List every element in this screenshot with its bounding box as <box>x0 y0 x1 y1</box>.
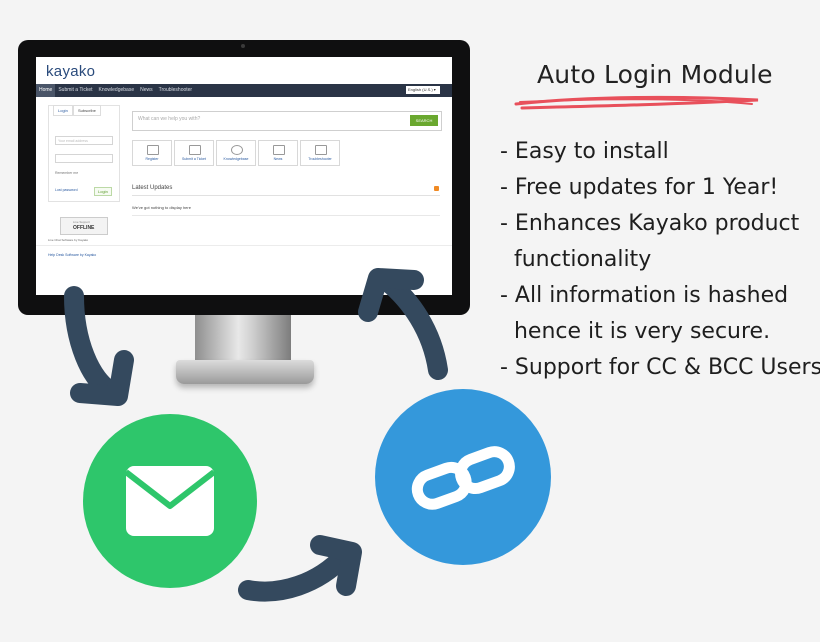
envelope-icon <box>124 466 216 536</box>
feature-item: - Enhances Kayako product <box>500 211 800 236</box>
troubleshooter-icon <box>315 145 327 155</box>
feature-item: - All information is hashed <box>500 283 789 308</box>
feature-item: functionality <box>500 247 652 272</box>
tile-label: Troubleshooter <box>308 157 332 161</box>
feature-item: - Support for CC & BCC Users <box>500 355 820 380</box>
monitor-neck <box>195 315 291 363</box>
nav-news[interactable]: News <box>140 87 153 93</box>
kayako-logo: kayako <box>46 63 96 80</box>
module-title: Auto Login Module <box>537 60 773 89</box>
login-panel: Login Subscribe Your email address Remem… <box>48 105 120 202</box>
nav-home[interactable]: Home <box>36 84 56 97</box>
tile-submit-ticket[interactable]: Submit a Ticket <box>174 140 214 166</box>
live-support-status: OFFLINE <box>73 225 95 231</box>
kayako-nav: Home Submit a Ticket Knowledgebase News … <box>36 84 452 97</box>
camera-dot <box>241 44 245 48</box>
monitor-base <box>176 360 314 384</box>
feature-list: - Easy to install - Free updates for 1 Y… <box>500 134 820 386</box>
feature-item: - Easy to install <box>500 139 669 164</box>
tile-label: News <box>273 157 283 161</box>
live-support-badge[interactable]: Live Support OFFLINE <box>60 217 108 235</box>
latest-updates-heading: Latest Updates <box>132 185 173 191</box>
search-placeholder: What can we help you with? <box>138 116 201 122</box>
tile-label: Submit a Ticket <box>182 157 206 161</box>
remember-me-label[interactable]: Remember me <box>55 171 79 175</box>
feature-item: - Free updates for 1 Year! <box>500 175 779 200</box>
divider <box>36 245 452 246</box>
ticket-icon <box>189 145 201 155</box>
monitor-screen: kayako Home Submit a Ticket Knowledgebas… <box>36 57 452 295</box>
search-box[interactable]: What can we help you with? SEARCH <box>132 111 442 131</box>
footer-link[interactable]: Help Desk Software by Kayako <box>48 253 97 257</box>
tab-subscribe[interactable]: Subscribe <box>73 105 101 116</box>
login-button[interactable]: Login <box>94 187 112 196</box>
news-icon <box>273 145 285 155</box>
search-button[interactable]: SEARCH <box>410 115 438 126</box>
live-support-label: Live Support <box>73 220 90 224</box>
language-select[interactable]: English (U.S.) ▾ <box>406 86 440 94</box>
tile-label: Knowledgebase <box>223 157 249 161</box>
nav-troubleshooter[interactable]: Troubleshooter <box>158 87 193 93</box>
tile-register[interactable]: Register <box>132 140 172 166</box>
tab-login[interactable]: Login <box>53 105 73 116</box>
live-chat-credit: Live Chat Software by Kayako <box>48 238 89 242</box>
lightbulb-icon <box>231 145 243 155</box>
mail-circle <box>83 414 257 588</box>
arrow-mail-to-link <box>238 546 354 602</box>
monitor: kayako Home Submit a Ticket Knowledgebas… <box>18 40 470 315</box>
red-underline <box>514 95 759 110</box>
register-icon <box>147 145 159 155</box>
chain-link-icon <box>411 446 515 510</box>
divider <box>132 195 440 196</box>
tile-knowledgebase[interactable]: Knowledgebase <box>216 140 256 166</box>
nav-submit-ticket[interactable]: Submit a Ticket <box>58 87 93 93</box>
no-updates-text: We've got nothing to display here <box>132 205 191 210</box>
divider <box>132 215 440 216</box>
tile-news[interactable]: News <box>258 140 298 166</box>
tile-troubleshooter[interactable]: Troubleshooter <box>300 140 340 166</box>
feature-item: hence it is very secure. <box>500 319 771 344</box>
nav-knowledgebase[interactable]: Knowledgebase <box>98 87 135 93</box>
link-circle <box>375 389 551 565</box>
lost-password-link[interactable]: Lost password <box>55 188 78 192</box>
password-field[interactable] <box>55 154 113 163</box>
tile-label: Register <box>145 157 159 161</box>
email-field[interactable]: Your email address <box>55 136 113 145</box>
rss-icon[interactable] <box>434 186 439 191</box>
